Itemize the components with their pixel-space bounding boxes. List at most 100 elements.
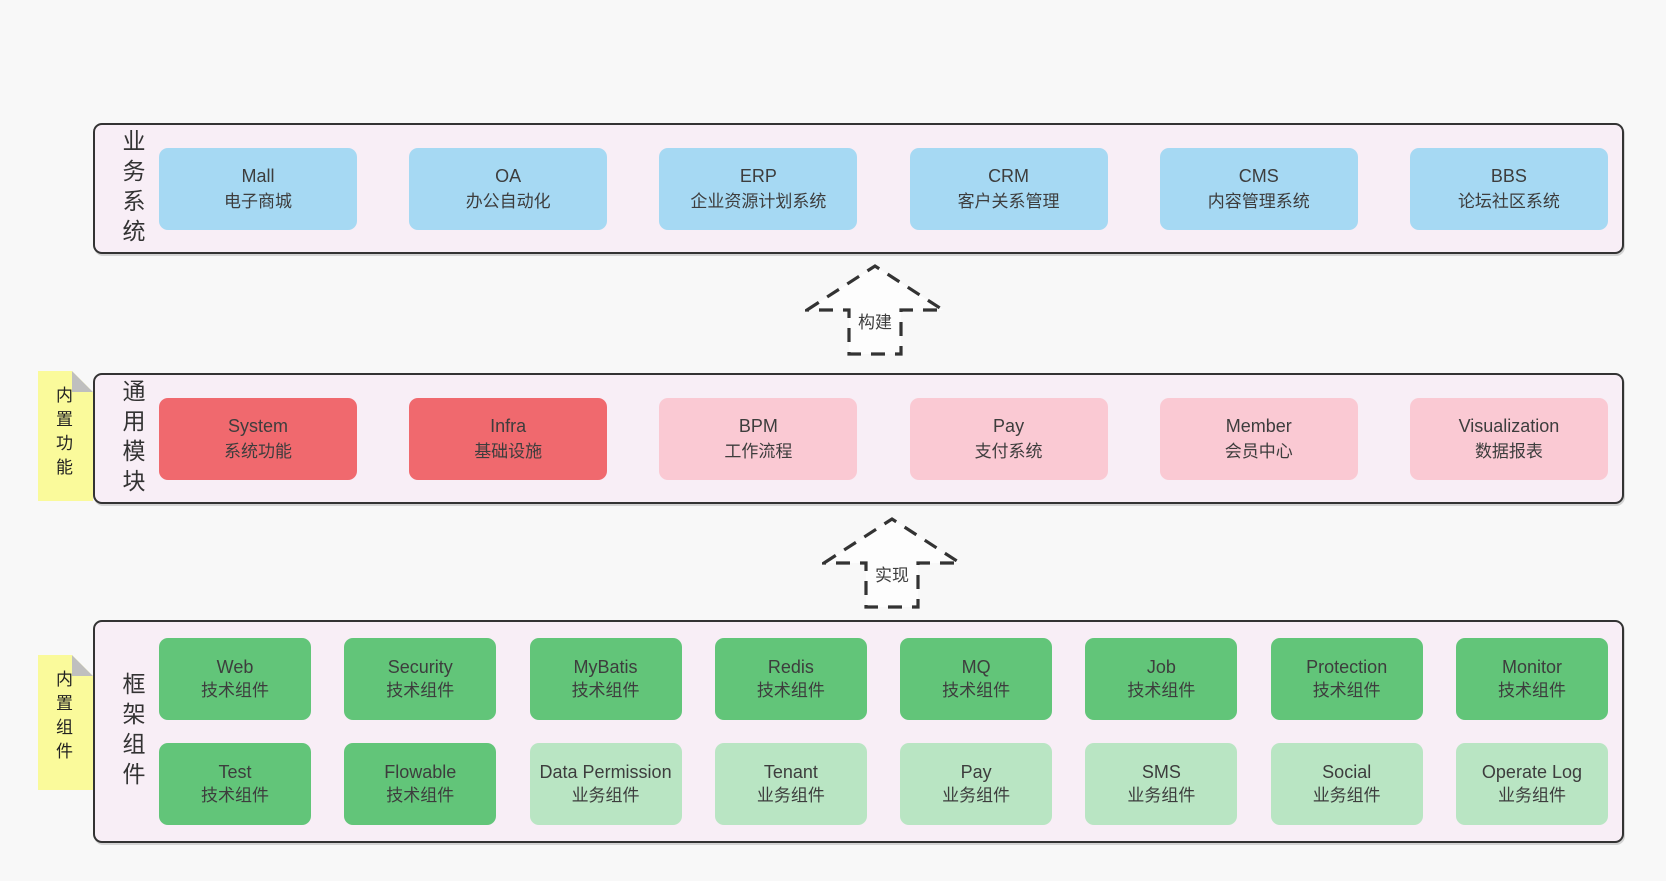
box-title: Member xyxy=(1225,415,1292,436)
box-title: Social xyxy=(1322,762,1372,782)
box-subtitle: 数据报表 xyxy=(1474,441,1543,461)
box-subtitle: 技术组件 xyxy=(571,681,640,700)
tech-components-row: Web 技术组件 Security 技术组件 MyBatis 技术组件 Redi… xyxy=(159,638,1608,720)
box-subtitle: 技术组件 xyxy=(386,681,455,700)
box-subtitle: 工作流程 xyxy=(724,441,793,461)
folded-corner-icon xyxy=(72,371,93,392)
box-subtitle: 内容管理系统 xyxy=(1207,191,1310,211)
box-title: MyBatis xyxy=(573,657,638,677)
box-subtitle: 论坛社区系统 xyxy=(1457,191,1560,211)
build-arrow-icon: 构建 xyxy=(805,264,945,356)
box-operate-log: Operate Log 业务组件 xyxy=(1455,743,1608,825)
box-mybatis: MyBatis 技术组件 xyxy=(529,638,682,720)
box-subtitle: 业务组件 xyxy=(571,786,640,805)
box-web: Web 技术组件 xyxy=(159,638,311,720)
box-title: BBS xyxy=(1490,165,1527,186)
box-title: Flowable xyxy=(384,762,457,782)
box-security: Security 技术组件 xyxy=(344,638,497,720)
box-title: Pay xyxy=(993,415,1025,436)
box-subtitle: 业务组件 xyxy=(1127,786,1196,805)
box-subtitle: 技术组件 xyxy=(942,681,1011,700)
box-member: Member 会员中心 xyxy=(1159,397,1358,480)
box-title: Operate Log xyxy=(1481,762,1582,782)
box-subtitle: 技术组件 xyxy=(201,681,269,700)
box-subtitle: 企业资源计划系统 xyxy=(690,191,827,211)
box-mall: Mall 电子商城 xyxy=(159,147,357,230)
box-subtitle: 办公自动化 xyxy=(465,191,551,211)
box-erp: ERP 企业资源计划系统 xyxy=(659,147,858,230)
business-systems-boxes: Mall 电子商城 OA 办公自动化 ERP 企业资源计划系统 CRM 客户关系… xyxy=(153,147,1622,230)
box-subtitle: 支付系统 xyxy=(974,441,1043,461)
box-pay-biz: Pay 业务组件 xyxy=(900,743,1053,825)
folded-corner-icon xyxy=(72,655,93,676)
box-subtitle: 系统功能 xyxy=(224,441,292,461)
box-tenant: Tenant 业务组件 xyxy=(714,743,867,825)
business-systems-layer: 业务系统 Mall 电子商城 OA 办公自动化 ERP 企业资源计划系统 CRM… xyxy=(93,123,1624,254)
framework-components-label: 框架组件 xyxy=(119,671,145,792)
box-title: Data Permission xyxy=(539,762,672,782)
box-bbs: BBS 论坛社区系统 xyxy=(1409,147,1608,230)
box-title: OA xyxy=(495,165,522,186)
common-modules-layer: 通用模块 System 系统功能 Infra 基础设施 BPM 工作流程 Pay… xyxy=(93,373,1624,504)
box-subtitle: 电子商城 xyxy=(224,191,292,211)
box-cms: CMS 内容管理系统 xyxy=(1159,147,1358,230)
framework-components-layer: 框架组件 Web 技术组件 Security 技术组件 MyBatis 技术组件… xyxy=(93,620,1624,843)
box-oa: OA 办公自动化 xyxy=(409,147,608,230)
business-systems-label: 业务系统 xyxy=(119,128,145,249)
box-job: Job 技术组件 xyxy=(1085,638,1238,720)
box-title: Pay xyxy=(960,762,992,782)
box-subtitle: 技术组件 xyxy=(1312,681,1381,700)
box-visualization: Visualization 数据报表 xyxy=(1409,397,1608,480)
framework-components-rows: Web 技术组件 Security 技术组件 MyBatis 技术组件 Redi… xyxy=(153,638,1622,825)
box-subtitle: 业务组件 xyxy=(1312,786,1381,805)
box-subtitle: 业务组件 xyxy=(756,786,825,805)
common-modules-label: 通用模块 xyxy=(119,378,145,499)
box-subtitle: 基础设施 xyxy=(474,441,543,461)
box-system: System 系统功能 xyxy=(159,397,357,480)
box-title: Infra xyxy=(490,415,527,436)
box-subtitle: 业务组件 xyxy=(942,786,1011,805)
implement-arrow-icon: 实现 xyxy=(822,517,962,609)
box-title: SMS xyxy=(1141,762,1181,782)
box-crm: CRM 客户关系管理 xyxy=(909,147,1108,230)
box-data-permission: Data Permission 业务组件 xyxy=(529,743,682,825)
box-title: Visualization xyxy=(1458,415,1560,436)
box-title: Protection xyxy=(1306,657,1388,677)
box-social: Social 业务组件 xyxy=(1270,743,1423,825)
box-title: Tenant xyxy=(763,762,818,782)
box-mq: MQ 技术组件 xyxy=(900,638,1053,720)
box-subtitle: 会员中心 xyxy=(1224,441,1293,461)
box-title: Web xyxy=(216,657,254,677)
box-subtitle: 技术组件 xyxy=(386,786,455,805)
implement-arrow-label: 实现 xyxy=(872,561,912,586)
box-subtitle: 技术组件 xyxy=(756,681,825,700)
box-title: Job xyxy=(1146,657,1176,677)
box-title: Redis xyxy=(767,657,814,677)
sticky-note-label: 内置功能 xyxy=(53,386,72,482)
box-title: Monitor xyxy=(1501,657,1562,677)
box-infra: Infra 基础设施 xyxy=(409,397,608,480)
box-title: MQ xyxy=(961,657,991,677)
box-title: CRM xyxy=(988,165,1030,186)
sticky-note-label: 内置组件 xyxy=(53,670,72,766)
box-subtitle: 技术组件 xyxy=(201,786,269,805)
box-monitor: Monitor 技术组件 xyxy=(1455,638,1608,720)
box-sms: SMS 业务组件 xyxy=(1085,743,1238,825)
box-protection: Protection 技术组件 xyxy=(1270,638,1423,720)
box-title: Mall xyxy=(241,165,275,186)
build-arrow-label: 构建 xyxy=(855,308,895,333)
box-subtitle: 技术组件 xyxy=(1127,681,1196,700)
builtin-functions-sticky-note: 内置功能 xyxy=(38,371,93,501)
box-subtitle: 技术组件 xyxy=(1497,681,1566,700)
box-bpm: BPM 工作流程 xyxy=(659,397,858,480)
box-title: System xyxy=(227,415,288,436)
box-flowable: Flowable 技术组件 xyxy=(344,743,497,825)
builtin-components-sticky-note: 内置组件 xyxy=(38,655,93,790)
box-test: Test 技术组件 xyxy=(159,743,311,825)
box-subtitle: 客户关系管理 xyxy=(957,191,1060,211)
common-modules-boxes: System 系统功能 Infra 基础设施 BPM 工作流程 Pay 支付系统… xyxy=(153,397,1622,480)
box-title: BPM xyxy=(738,415,778,436)
box-title: ERP xyxy=(739,165,777,186)
box-redis: Redis 技术组件 xyxy=(714,638,867,720)
biz-components-row: Test 技术组件 Flowable 技术组件 Data Permission … xyxy=(159,743,1608,825)
